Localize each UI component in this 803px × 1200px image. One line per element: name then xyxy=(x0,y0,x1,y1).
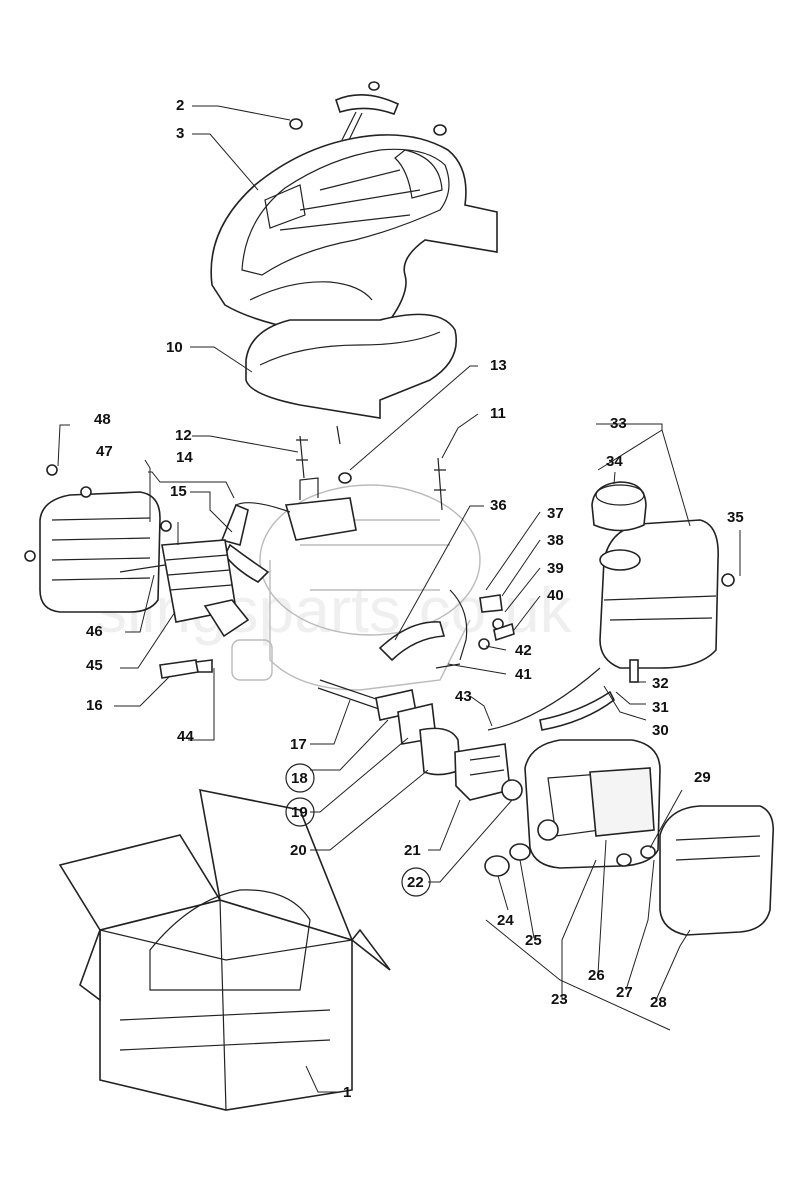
spark-plug-part xyxy=(159,659,213,679)
callout-40: 40 xyxy=(547,587,564,604)
callout-14: 14 xyxy=(176,449,193,466)
bolts-part xyxy=(296,425,446,511)
engine-cover-part xyxy=(210,134,498,332)
callout-15: 15 xyxy=(170,483,187,500)
callout-13: 13 xyxy=(490,357,507,374)
leader-lines xyxy=(57,105,741,1093)
callout-18: 18 xyxy=(291,770,308,787)
callout-29: 29 xyxy=(694,769,711,786)
callout-22: 22 xyxy=(407,874,424,891)
callout-21: 21 xyxy=(404,842,421,859)
callout-28: 28 xyxy=(650,994,667,1011)
muffler-part xyxy=(119,539,250,638)
callout-41: 41 xyxy=(515,666,532,683)
fuel-tank-part xyxy=(599,519,735,683)
callout-30: 30 xyxy=(652,722,669,739)
callout-23: 23 xyxy=(551,991,568,1008)
blower-housing-part xyxy=(245,313,457,419)
packaging-box-part xyxy=(58,788,391,1111)
fuel-cap-part xyxy=(591,481,647,532)
muffler-guard-part xyxy=(24,464,172,613)
air-filter-element-part xyxy=(589,767,655,837)
callout-3: 3 xyxy=(176,125,184,142)
callout-12: 12 xyxy=(175,427,192,444)
callout-20: 20 xyxy=(290,842,307,859)
callout-47: 47 xyxy=(96,443,113,460)
callout-27: 27 xyxy=(616,984,633,1001)
callout-17: 17 xyxy=(290,736,307,753)
callout-2: 2 xyxy=(176,97,184,114)
callout-24: 24 xyxy=(497,912,514,929)
callout-16: 16 xyxy=(86,697,103,714)
callout-37: 37 xyxy=(547,505,564,522)
callout-31: 31 xyxy=(652,699,669,716)
starter-handle-part xyxy=(289,81,447,143)
callout-34: 34 xyxy=(606,453,623,470)
callout-33: 33 xyxy=(610,415,627,432)
callout-10: 10 xyxy=(166,339,183,356)
callout-25: 25 xyxy=(525,932,542,949)
callout-11: 11 xyxy=(490,405,506,422)
circle-marker-19 xyxy=(285,797,315,827)
callout-labels: 1 2 3 10 11 12 13 14 15 16 17 18 19 20 2… xyxy=(86,97,744,1101)
callout-32: 32 xyxy=(652,675,669,692)
circle-marker-18 xyxy=(285,763,315,793)
callout-48: 48 xyxy=(94,411,111,428)
callout-26: 26 xyxy=(588,967,605,984)
callout-42: 42 xyxy=(515,642,532,659)
callout-46: 46 xyxy=(86,623,103,640)
callout-36: 36 xyxy=(490,497,507,514)
studs-gaskets-part xyxy=(317,679,461,776)
air-filter-cover-part xyxy=(659,805,775,936)
small-fasteners-part xyxy=(435,594,515,669)
callout-19: 19 xyxy=(291,804,308,821)
ignition-coil-part xyxy=(220,477,357,583)
callout-39: 39 xyxy=(547,560,564,577)
callout-1: 1 xyxy=(343,1084,351,1101)
callout-44: 44 xyxy=(177,728,194,745)
carburettor-part xyxy=(454,743,523,801)
callout-45: 45 xyxy=(86,657,103,674)
callout-38: 38 xyxy=(547,532,564,549)
intake-hose-part xyxy=(378,589,616,731)
callout-35: 35 xyxy=(727,509,744,526)
circle-marker-22 xyxy=(401,867,431,897)
callout-43: 43 xyxy=(455,688,472,705)
